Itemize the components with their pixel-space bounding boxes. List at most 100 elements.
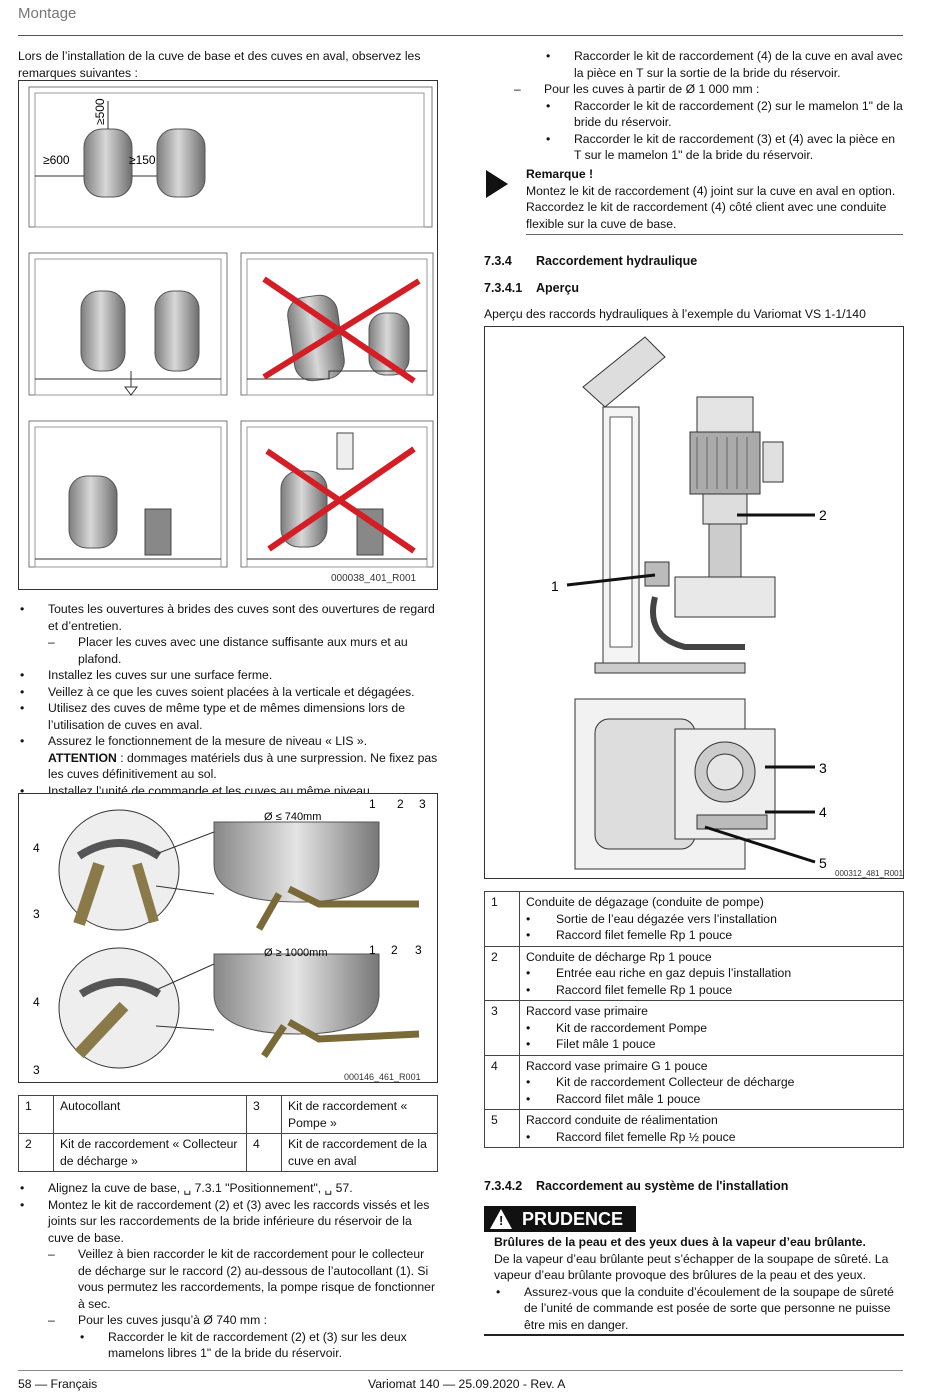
hydraulic-overview-drawing: 2 1 3 4 5 000312_481_R001 — [551, 336, 904, 878]
right-steps-list: Raccorder le kit de raccordement (4) de … — [484, 48, 904, 164]
table-row: 1 Conduite de dégazage (conduite de pomp… — [484, 891, 904, 947]
row-title: Raccord conduite de réalimentation — [526, 1113, 718, 1127]
caution-bullet: Assurez-vous que la conduite d’écoulemen… — [494, 1284, 904, 1334]
callout-3: 3 — [419, 797, 426, 811]
row-item: Raccord filet femelle Rp 1 pouce — [526, 927, 897, 944]
footer-page: 58 — Français — [18, 1377, 98, 1391]
attention-text: : dommages matériels dus à une surpressi… — [48, 750, 438, 782]
table-row: 2 Conduite de décharge Rp 1 pouce Entrée… — [484, 945, 904, 1001]
callout-4b: 4 — [33, 995, 40, 1009]
row-item: Kit de raccordement Collecteur de déchar… — [526, 1074, 897, 1091]
heading-7-3-4-1: 7.3.4.1 Aperçu — [484, 280, 579, 297]
legend-text: Kit de raccordement « Pompe » — [281, 1095, 438, 1134]
list-item: Raccorder le kit de raccordement (4) de … — [484, 48, 904, 81]
row-num: 4 — [484, 1054, 520, 1110]
callout-3d: 3 — [33, 1063, 40, 1077]
table-row: 4 Raccord vase primaire G 1 pouce Kit de… — [484, 1054, 904, 1110]
dia-large-label: Ø ≥ 1000mm — [264, 947, 328, 959]
row-num: 2 — [484, 945, 520, 1001]
note-title: Remarque ! — [526, 167, 594, 181]
note-arrow-icon — [486, 170, 508, 198]
callout-1: 1 — [369, 797, 376, 811]
list-item: Alignez la cuve de base, ␣ 7.3.1 "Positi… — [18, 1180, 438, 1197]
fig3-code: 000312_481_R001 — [835, 869, 903, 878]
legend-num: 2 — [18, 1133, 54, 1172]
warning-icon — [490, 1209, 512, 1229]
note-box: Remarque ! Montez le kit de raccordement… — [526, 166, 901, 232]
overview-caption: Aperçu des raccords hydrauliques à l’exe… — [484, 307, 866, 321]
caution-text: De la vapeur d’eau brûlante peut s’échap… — [494, 1251, 889, 1283]
list-item: Raccorder le kit de raccordement (2) et … — [18, 1329, 438, 1362]
caution-rule — [484, 1334, 904, 1336]
row-content: Conduite de dégazage (conduite de pompe)… — [519, 891, 904, 947]
dim-left-label: ≥600 — [43, 153, 70, 167]
caution-label: PRUDENCE — [522, 1209, 624, 1229]
list-item: Utilisez des cuves de même type et de mê… — [18, 700, 438, 733]
list-item: Veillez à bien raccorder le kit de racco… — [18, 1246, 438, 1312]
connection-kit-drawing: Ø ≤ 740mm Ø ≥ 1000mm 1 2 3 1 2 3 4 3 4 3… — [33, 797, 426, 1082]
heading-title: Raccordement au système de l'installatio… — [536, 1179, 789, 1193]
list-item: Raccorder le kit de raccordement (2) sur… — [484, 98, 904, 131]
fig2-code: 000146_461_R001 — [344, 1072, 421, 1082]
callout-c3: 3 — [819, 760, 827, 776]
dim-mid-label: ≥150 — [129, 153, 156, 167]
dim-top-label: ≥500 — [93, 98, 107, 125]
connection-table: 1 Conduite de dégazage (conduite de pomp… — [484, 891, 904, 1148]
list-item: Veillez à ce que les cuves soient placée… — [18, 684, 438, 701]
fig1-code: 000038_401_R001 — [331, 573, 417, 584]
list-item: Pour les cuves jusqu’à Ø 740 mm : — [18, 1312, 438, 1329]
list-item: Toutes les ouvertures à brides des cuves… — [18, 601, 438, 634]
callout-1b: 1 — [369, 943, 376, 957]
section-header: Montage — [18, 5, 77, 22]
heading-number: 7.3.4.1 — [484, 281, 523, 295]
intro-text: Lors de l’installation de la cuve de bas… — [18, 49, 421, 80]
callout-c5: 5 — [819, 855, 827, 871]
hydraulic-overview-figure: 2 1 3 4 5 000312_481_R001 — [484, 326, 904, 879]
note-text: Montez le kit de raccordement (4) joint … — [526, 183, 896, 231]
legend-num: 1 — [18, 1095, 54, 1134]
caution-title: Brûlures de la peau et des yeux dues à l… — [494, 1235, 866, 1249]
install-notes-list: Toutes les ouvertures à brides des cuves… — [18, 601, 438, 799]
legend-num: 4 — [246, 1133, 282, 1172]
list-item: Raccorder le kit de raccordement (3) et … — [484, 131, 904, 164]
attention-note: ATTENTION : dommages matériels dus à une… — [18, 750, 438, 783]
footer-doc: Variomat 140 — 25.09.2020 - Rev. A — [368, 1377, 566, 1391]
heading-number: 7.3.4.2 — [484, 1179, 523, 1193]
row-item: Raccord filet femelle Rp ½ pouce — [526, 1129, 897, 1146]
row-title: Conduite de décharge Rp 1 pouce — [526, 949, 712, 964]
callout-c4: 4 — [819, 804, 827, 820]
row-content: Conduite de décharge Rp 1 pouce Entrée e… — [519, 945, 904, 1001]
callout-2: 2 — [397, 797, 404, 811]
dia-small-label: Ø ≤ 740mm — [264, 811, 321, 823]
callout-3c: 3 — [33, 907, 40, 921]
caution-banner: ! PRUDENCE — [484, 1206, 636, 1232]
callout-c1: 1 — [551, 578, 559, 594]
row-title: Raccord vase primaire — [526, 1004, 648, 1018]
list-item: Pour les cuves à partir de Ø 1 000 mm : — [484, 81, 904, 98]
vessel-placement-figure: ≥500 ≥600 ≥150 000038_401_R0 — [18, 80, 438, 590]
legend-table: 1 Autocollant 3 Kit de raccordement « Po… — [18, 1095, 438, 1172]
note-rule — [526, 234, 903, 235]
connection-kit-figure: Ø ≤ 740mm Ø ≥ 1000mm 1 2 3 1 2 3 4 3 4 3… — [18, 793, 438, 1083]
callout-2b: 2 — [391, 943, 398, 957]
list-item: Installez les cuves sur une surface ferm… — [18, 667, 438, 684]
footer-rule — [18, 1370, 903, 1371]
row-item: Raccord filet mâle 1 pouce — [526, 1091, 897, 1108]
row-content: Raccord vase primaire Kit de raccordemen… — [519, 1000, 904, 1056]
heading-title: Aperçu — [536, 281, 580, 295]
row-content: Raccord vase primaire G 1 pouce Kit de r… — [519, 1054, 904, 1110]
heading-number: 7.3.4 — [484, 254, 512, 268]
table-row: 2 Kit de raccordement « Collecteur de dé… — [18, 1133, 438, 1172]
row-item: Sortie de l’eau dégazée vers l’installat… — [526, 911, 897, 928]
callout-4: 4 — [33, 841, 40, 855]
legend-text: Kit de raccordement « Collecteur de déch… — [53, 1133, 247, 1172]
heading-7-3-4-2: 7.3.4.2 Raccordement au système de l'inst… — [484, 1178, 788, 1195]
header-rule — [18, 35, 903, 36]
row-item: Raccord filet femelle Rp 1 pouce — [526, 982, 897, 999]
list-item: Montez le kit de raccordement (2) et (3)… — [18, 1197, 438, 1247]
table-row: 3 Raccord vase primaire Kit de raccordem… — [484, 1000, 904, 1056]
legend-text: Kit de raccordement de la cuve en aval — [281, 1133, 438, 1172]
legend-text: Autocollant — [53, 1095, 247, 1134]
callout-c2: 2 — [819, 507, 827, 523]
